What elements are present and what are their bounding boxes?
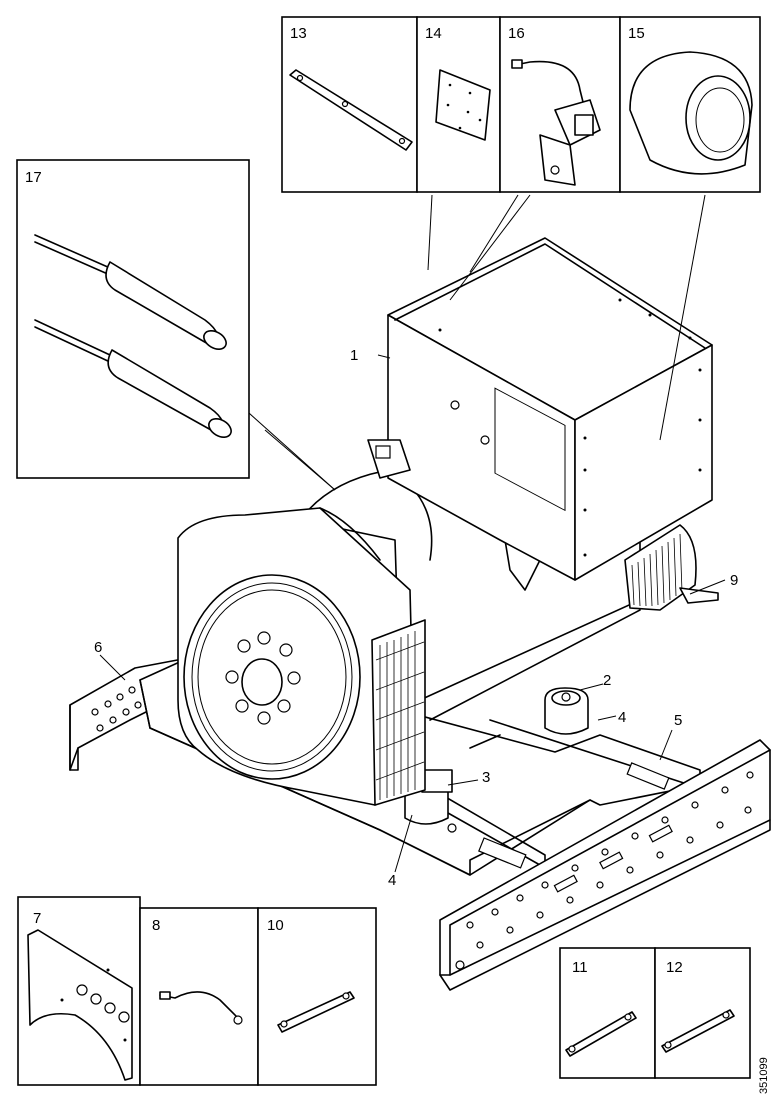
part-17-sleeve-upper [34,234,227,350]
generator-assembly [69,237,771,991]
callout-1: 1 [350,347,358,364]
callout-2: 2 [603,672,611,689]
callout-4-rear: 4 [618,709,626,726]
inset-label-8: 8 [152,917,160,934]
part-13-bracket [289,69,413,151]
inset-label-12: 12 [666,959,683,976]
base-rail-right [439,739,771,991]
inset-17: 17 [16,159,250,479]
inset-label-17: 17 [25,169,42,186]
inset-label-10: 10 [267,917,284,934]
inset-group-bottom-right: 11 12 [559,947,751,1079]
inset-label-14: 14 [425,25,442,42]
drive-end-housing [177,507,426,806]
callout-3: 3 [482,769,490,786]
inset-label-15: 15 [628,25,645,42]
part-11-rod [565,1011,637,1057]
flywheel-bolts [225,631,301,725]
part-10-rod [277,991,355,1033]
leader-lines [99,194,726,873]
part-8-cable [159,991,243,1025]
mount-rear [544,687,589,735]
figure-id: 351099 [758,1057,770,1094]
inset-label-16: 16 [508,25,525,42]
part-12-rod [661,1009,735,1053]
terminal-box [367,237,713,581]
callout-9: 9 [730,572,738,589]
callouts: 1 2 3 4 4 5 6 9 [94,347,738,889]
part-15-cover [629,51,753,175]
inset-label-13: 13 [290,25,307,42]
inset-group-bottom-left: 7 8 10 [17,896,377,1086]
part-7-panel [27,929,133,1081]
inset-10-frame [257,907,377,1086]
callout-5: 5 [674,712,682,729]
callout-4-front: 4 [388,872,396,889]
part-16-sensor [511,59,601,186]
inset-8-frame [139,907,259,1086]
rear-grille [624,524,719,611]
mount-front [404,769,457,833]
callout-6: 6 [94,639,102,656]
part-17-sleeve-lower [34,319,232,438]
part-14-plate [435,69,491,141]
inset-group-top: 13 14 16 15 [281,16,761,193]
inset-label-11: 11 [572,959,588,976]
inset-12-frame [654,947,751,1079]
inset-label-7: 7 [33,910,41,927]
